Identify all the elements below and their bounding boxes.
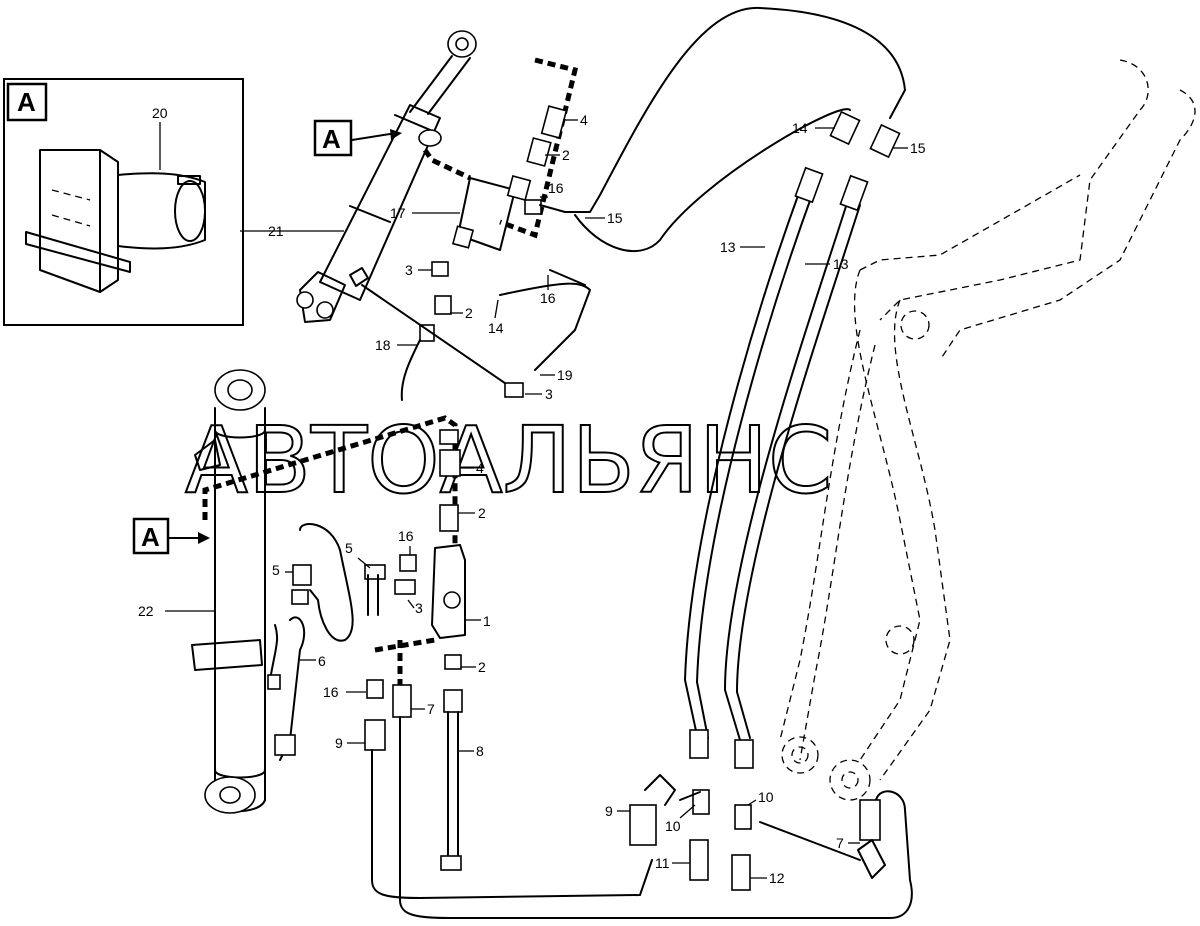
callout-13-left: 13 bbox=[720, 239, 736, 255]
callout-7-lower: 7 bbox=[427, 701, 435, 717]
callout-15-right: 15 bbox=[910, 140, 926, 156]
section-tag-upper: A bbox=[313, 119, 402, 157]
callout-22: 22 bbox=[138, 603, 154, 619]
callout-4-upper: 4 bbox=[580, 112, 588, 128]
callout-9-lower: 9 bbox=[335, 735, 343, 751]
callout-2-upper: 2 bbox=[562, 147, 570, 163]
callout-3-upper: 3 bbox=[405, 262, 413, 278]
callout-3-upper-c: 3 bbox=[545, 386, 553, 402]
watermark: АВТОАЛЬЯНС bbox=[185, 407, 832, 514]
callout-5-lower-a: 5 bbox=[345, 540, 353, 556]
lower-cylinder: 22 bbox=[138, 369, 266, 814]
callout-13-right: 13 bbox=[833, 256, 849, 272]
callout-14-upper: 14 bbox=[488, 320, 504, 336]
callout-2-lower-b: 2 bbox=[478, 659, 486, 675]
callout-7-right: 7 bbox=[836, 835, 844, 851]
callout-2-upper-b: 2 bbox=[465, 305, 473, 321]
callout-8: 8 bbox=[476, 743, 484, 759]
callout-20: 20 bbox=[152, 105, 168, 121]
callout-3-lower: 3 bbox=[415, 600, 423, 616]
callout-10-left: 10 bbox=[665, 818, 681, 834]
callout-12: 12 bbox=[769, 870, 785, 886]
callout-4-lower: 4 bbox=[476, 460, 484, 476]
callout-16-upper-b: 16 bbox=[540, 290, 556, 306]
detail-view-a: A 20 bbox=[3, 78, 244, 326]
callout-6: 6 bbox=[318, 653, 326, 669]
boom-outline bbox=[779, 59, 1196, 801]
lower-valve: 4 2 16 5 5 3 1 6 2 16 7 9 8 9 10 10 11 1… bbox=[267, 429, 913, 919]
callout-10-right: 10 bbox=[758, 789, 774, 805]
section-tag-lower: A bbox=[132, 517, 210, 555]
callout-1: 1 bbox=[483, 613, 491, 629]
detail-view-tag: A bbox=[17, 87, 36, 117]
section-tag-a-upper: A bbox=[322, 124, 341, 154]
hoses-13: 14 15 13 13 bbox=[684, 110, 926, 769]
callout-19: 19 bbox=[557, 367, 573, 383]
upper-cylinder: 21 bbox=[240, 30, 477, 323]
callout-2-lower-a: 2 bbox=[478, 505, 486, 521]
callout-16-upper: 16 bbox=[548, 180, 564, 196]
callout-11: 11 bbox=[655, 855, 670, 871]
callout-9-right: 9 bbox=[605, 803, 613, 819]
upper-valve: 17 4 2 16 15 3 16 2 14 18 19 3 bbox=[361, 6, 906, 402]
callout-18: 18 bbox=[375, 337, 391, 353]
callout-17: 17 bbox=[390, 205, 406, 221]
callout-16-lower-b: 16 bbox=[323, 684, 339, 700]
callout-5-lower-b: 5 bbox=[272, 562, 280, 578]
callout-14-right: 14 bbox=[792, 120, 808, 136]
section-tag-a-lower: A bbox=[141, 522, 160, 552]
callout-15-upper: 15 bbox=[607, 210, 623, 226]
callout-21: 21 bbox=[268, 223, 284, 239]
callout-16-lower-a: 16 bbox=[398, 528, 414, 544]
